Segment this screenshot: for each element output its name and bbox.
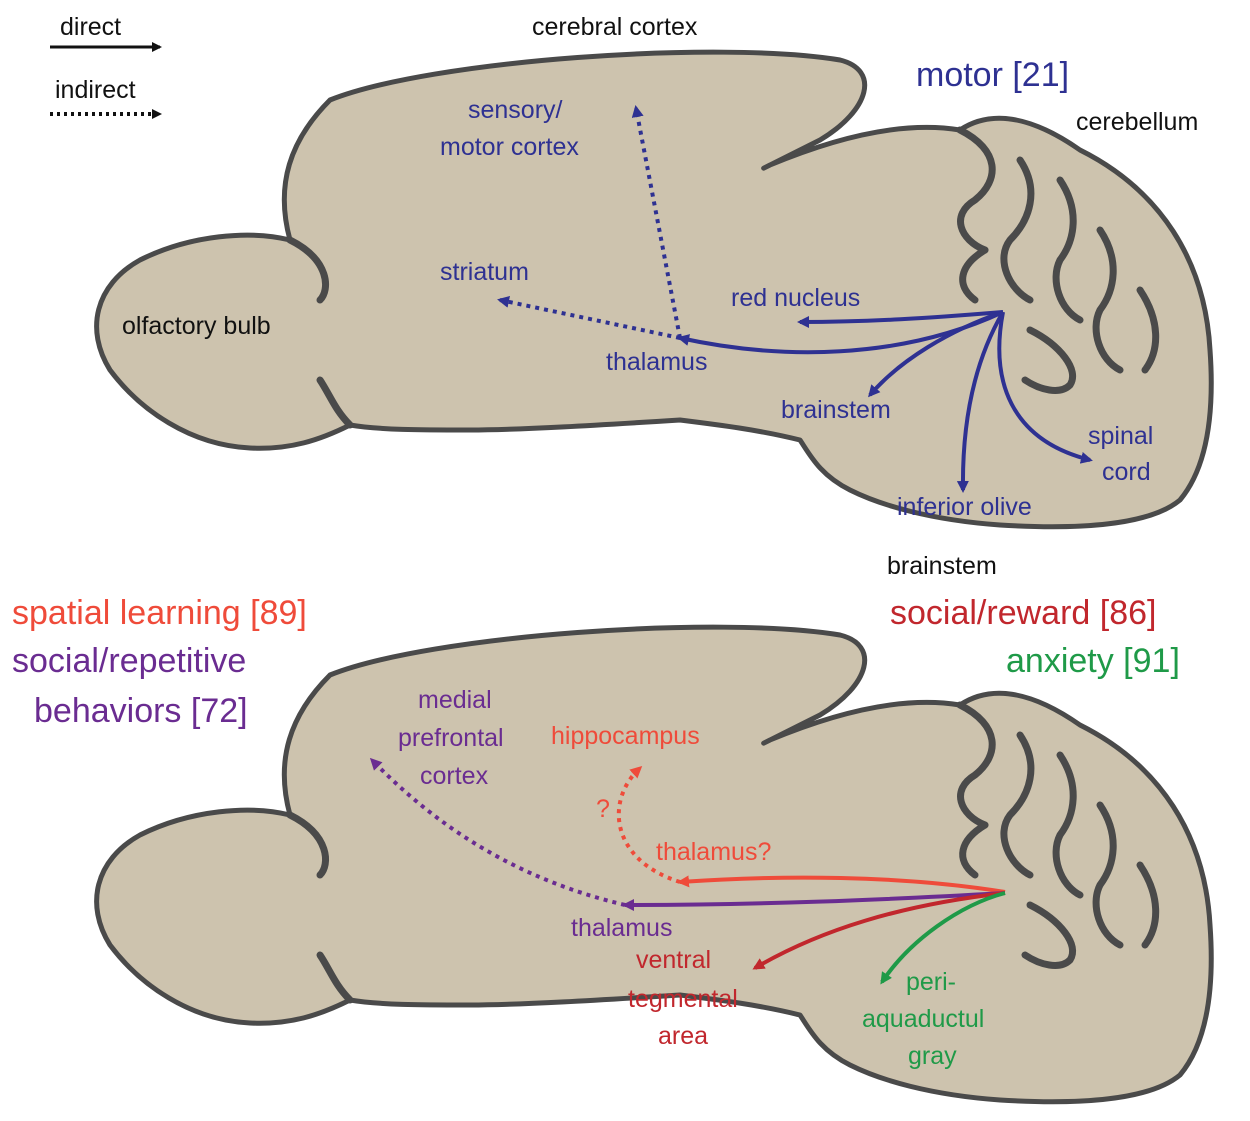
- vta-label-1: ventral: [636, 946, 711, 974]
- bottom-brain-outline: [97, 627, 1212, 1102]
- legend-direct-label: direct: [60, 13, 121, 41]
- pag-label-1: peri-: [906, 968, 956, 996]
- mpfc-label-2: prefrontal: [398, 724, 504, 752]
- olfactory-bulb-label: olfactory bulb: [122, 312, 271, 340]
- mpfc-label-3: cortex: [420, 762, 489, 790]
- sensory-cortex-label-2: motor cortex: [440, 133, 579, 161]
- spinal-cord-label-2: cord: [1102, 458, 1151, 486]
- brainstem-label: brainstem: [781, 396, 891, 424]
- striatum-label: striatum: [440, 258, 529, 286]
- bottom-brain: spatial learning [89] social/repetitive …: [12, 594, 1211, 1102]
- hippocampus-label: hippocampus: [551, 722, 700, 750]
- social-repetitive-heading-2: behaviors [72]: [34, 692, 248, 730]
- vta-label-2: tegmental: [628, 985, 738, 1013]
- sensory-cortex-label-1: sensory/: [468, 96, 563, 124]
- cerebral-cortex-label: cerebral cortex: [532, 13, 698, 41]
- spinal-cord-label-1: spinal: [1088, 422, 1153, 450]
- question-label: ?: [596, 795, 610, 823]
- thalamus-label: thalamus: [606, 348, 707, 376]
- pag-label-2: aquaductul: [862, 1005, 984, 1033]
- mpfc-label-1: medial: [418, 686, 492, 714]
- social-repetitive-heading-1: social/repetitive: [12, 642, 246, 680]
- legend: direct indirect: [50, 13, 160, 114]
- red-nucleus-label: red nucleus: [731, 284, 860, 312]
- brainstem-outside-label: brainstem: [887, 552, 997, 580]
- thalamus-q-label: thalamus?: [656, 838, 771, 866]
- anxiety-heading: anxiety [91]: [1006, 642, 1180, 680]
- social-reward-heading: social/reward [86]: [890, 594, 1156, 632]
- vta-label-3: area: [658, 1022, 708, 1050]
- pag-label-3: gray: [908, 1042, 957, 1070]
- inferior-olive-label: inferior olive: [897, 493, 1032, 521]
- top-brain: cerebral cortex cerebellum olfactory bul…: [97, 13, 1212, 580]
- motor-heading: motor [21]: [916, 56, 1069, 94]
- cerebellum-label: cerebellum: [1076, 108, 1198, 136]
- legend-indirect-label: indirect: [55, 76, 136, 104]
- thalamus-bottom-label: thalamus: [571, 914, 672, 942]
- top-brain-outline: [97, 52, 1212, 527]
- spatial-learning-heading: spatial learning [89]: [12, 594, 307, 632]
